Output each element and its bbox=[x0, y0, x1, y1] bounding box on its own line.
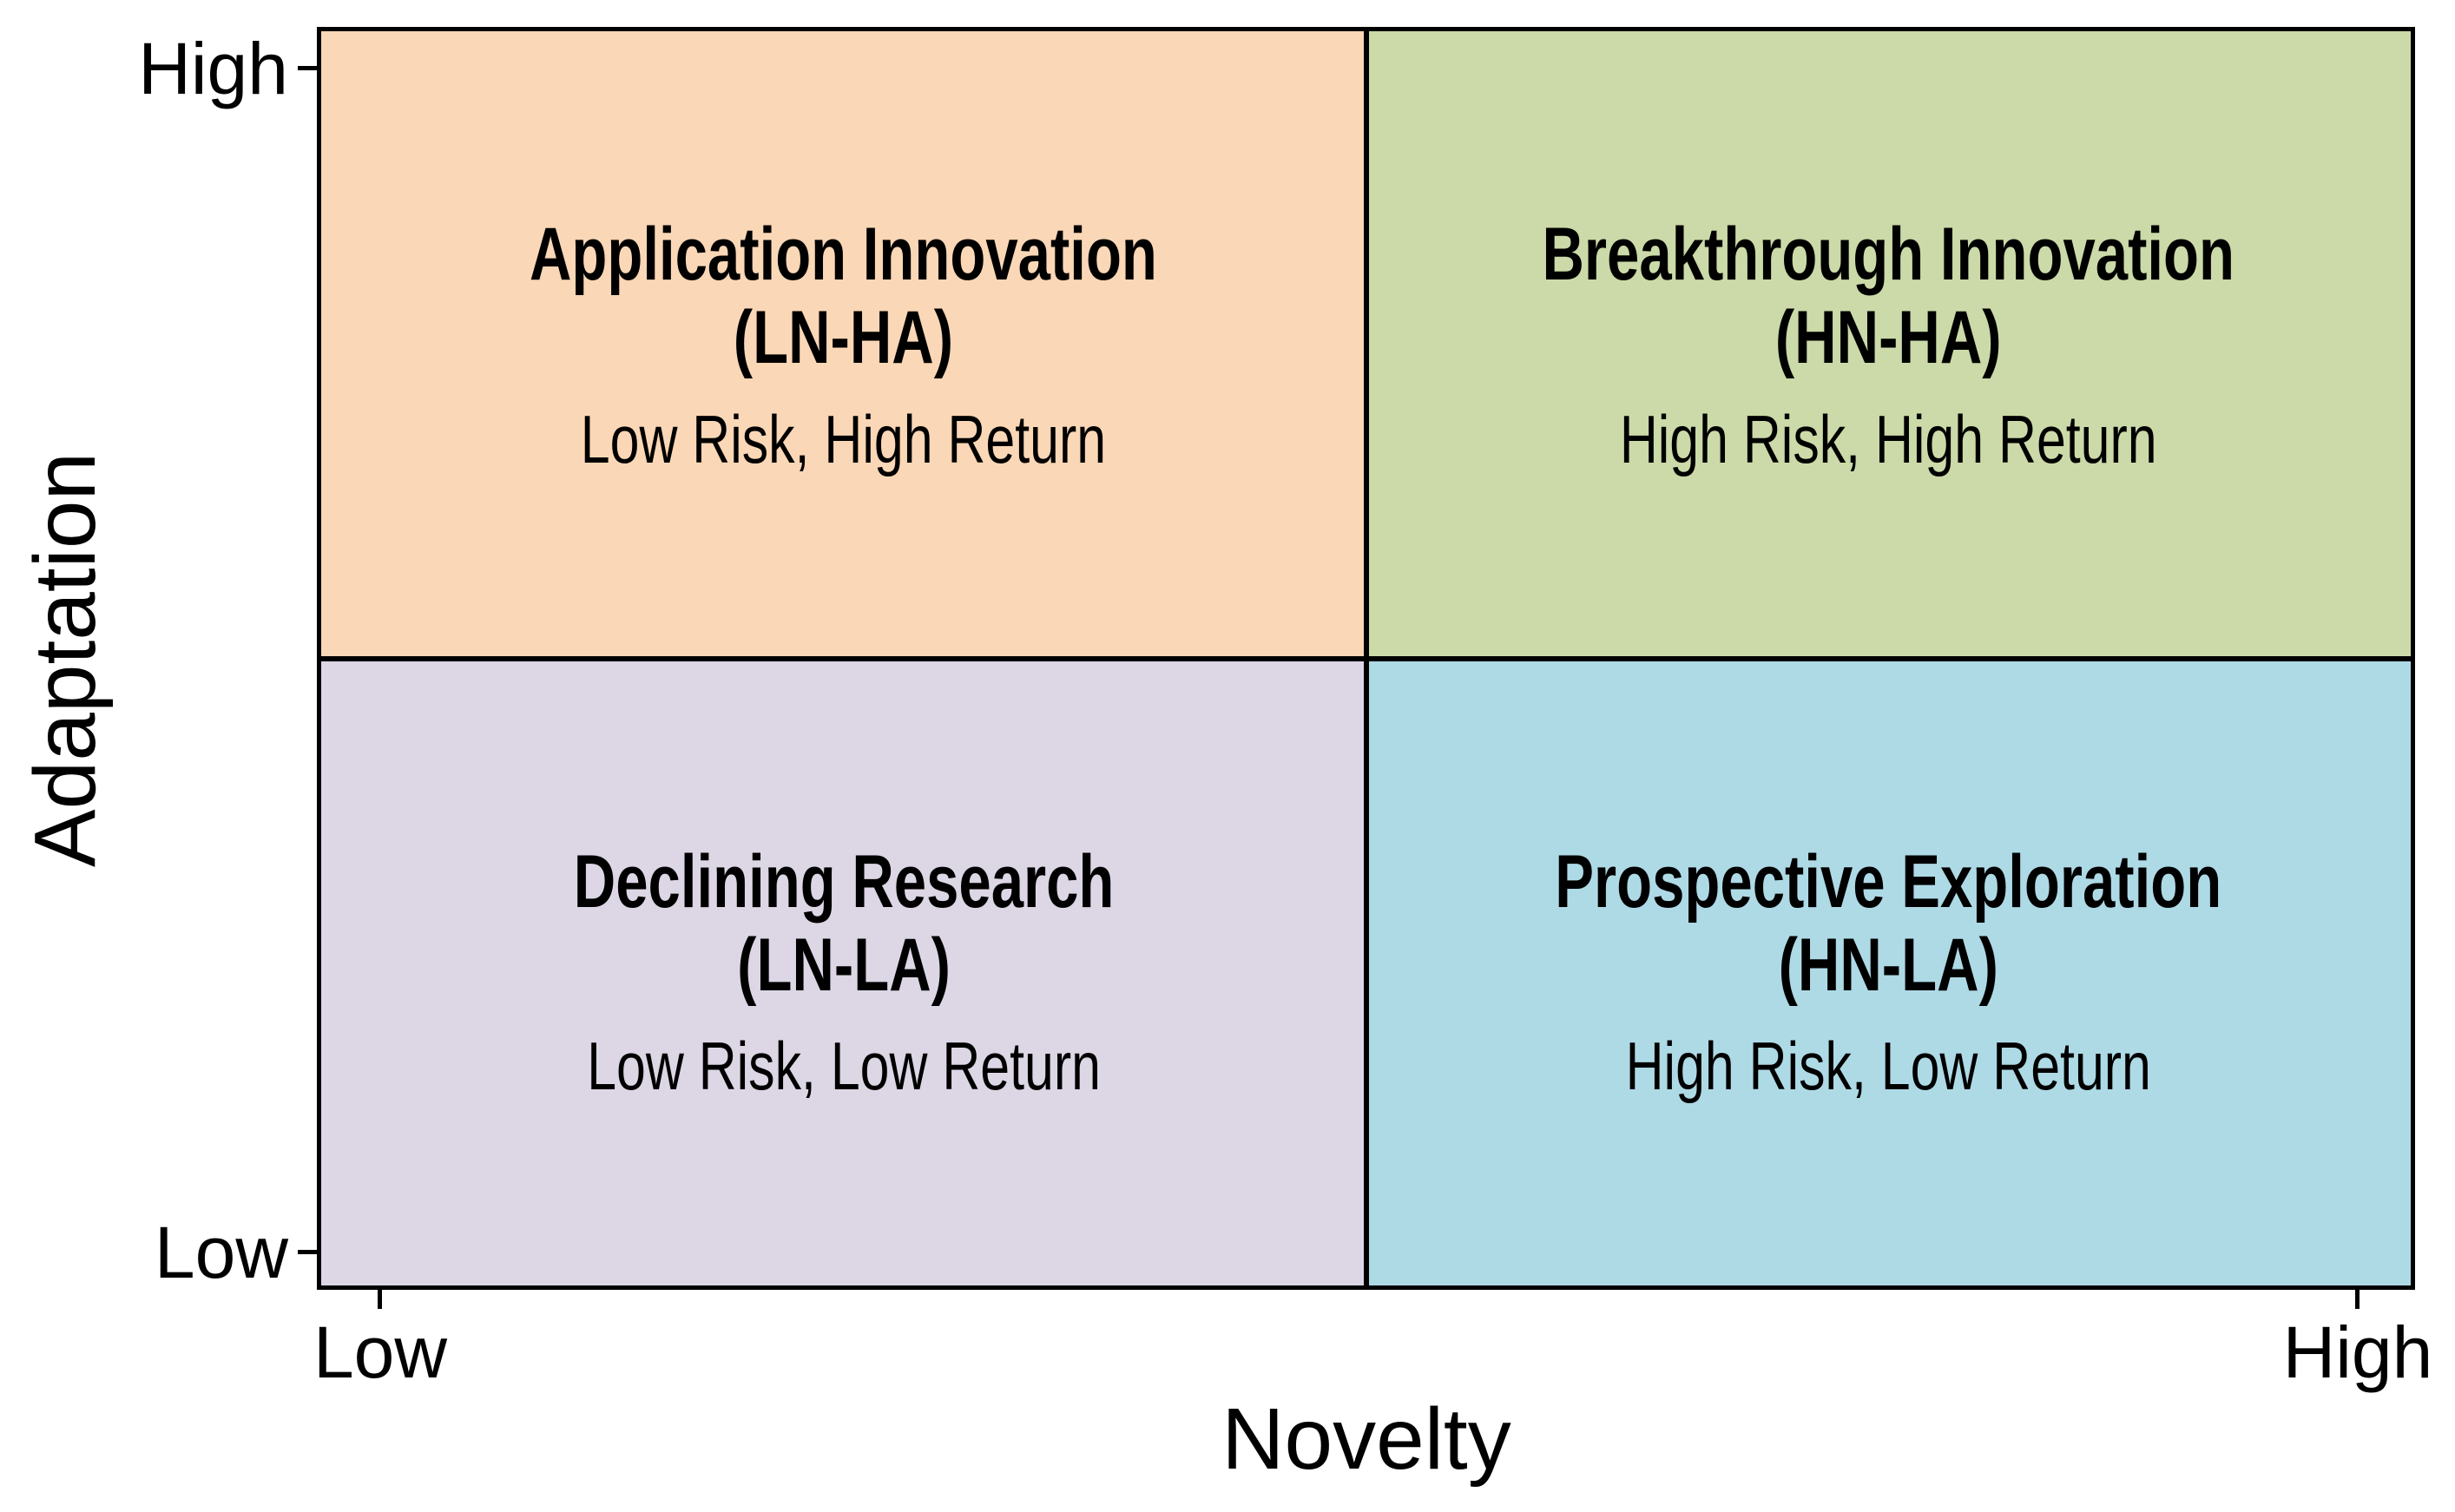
quadrant-title-line1: Prospective Exploration bbox=[1555, 839, 2222, 924]
y-axis-tick-low bbox=[298, 1250, 317, 1254]
quadrant-subtitle: High Risk, High Return bbox=[1619, 400, 2157, 477]
horizontal-divider-line bbox=[321, 655, 2411, 661]
quadrant-title-code: (LN-LA) bbox=[736, 923, 951, 1007]
y-axis-label: Adaptation bbox=[16, 451, 114, 868]
y-axis-tick-high bbox=[298, 66, 317, 70]
quadrant-title: Declining Research (LN-LA) bbox=[573, 840, 1114, 1008]
quadrant-top-left-text: Application Innovation (LN-HA) Low Risk,… bbox=[530, 213, 1157, 477]
quadrant-bottom-left: Declining Research (LN-LA) Low Risk, Low… bbox=[321, 658, 1366, 1285]
quadrant-top-right-text: Breakthrough Innovation (HN-HA) High Ris… bbox=[1542, 213, 2235, 477]
x-axis-tick-high bbox=[2355, 1290, 2360, 1309]
quadrant-bottom-right-text: Prospective Exploration (HN-LA) High Ris… bbox=[1555, 840, 2221, 1104]
quadrant-title-code: (LN-HA) bbox=[734, 296, 954, 380]
quadrant-title: Prospective Exploration (HN-LA) bbox=[1555, 840, 2221, 1008]
quadrant-top-left: Application Innovation (LN-HA) Low Risk,… bbox=[321, 31, 1366, 659]
quadrant-title-code: (HN-LA) bbox=[1778, 923, 1998, 1007]
quadrant-subtitle: Low Risk, High Return bbox=[581, 400, 1107, 477]
quadrant-subtitle: High Risk, Low Return bbox=[1625, 1028, 2151, 1105]
quadrant-top-right: Breakthrough Innovation (HN-HA) High Ris… bbox=[1366, 31, 2411, 659]
quadrant-title: Application Innovation (LN-HA) bbox=[530, 213, 1157, 380]
x-axis-tick-low bbox=[378, 1290, 382, 1309]
quadrant-title-line1: Declining Research bbox=[573, 839, 1115, 924]
x-axis-label: Novelty bbox=[1221, 1390, 1511, 1488]
quadrant-subtitle: Low Risk, Low Return bbox=[586, 1028, 1101, 1105]
quadrant-title: Breakthrough Innovation (HN-HA) bbox=[1542, 213, 2235, 380]
plot-area: Application Innovation (LN-HA) Low Risk,… bbox=[317, 27, 2415, 1290]
x-axis-ticklabel-low: Low bbox=[313, 1311, 448, 1393]
y-axis-ticklabel-high: High bbox=[138, 28, 288, 109]
quadrant-title-code: (HN-HA) bbox=[1774, 296, 2002, 380]
y-axis-ticklabel-low: Low bbox=[154, 1212, 288, 1293]
quadrant-title-line1: Breakthrough Innovation bbox=[1542, 213, 2235, 297]
quadrant-bottom-left-text: Declining Research (LN-LA) Low Risk, Low… bbox=[573, 840, 1114, 1104]
x-axis-ticklabel-high: High bbox=[2282, 1311, 2433, 1393]
quadrant-bottom-right: Prospective Exploration (HN-LA) High Ris… bbox=[1366, 658, 2411, 1285]
quadrant-title-line1: Application Innovation bbox=[530, 213, 1158, 297]
